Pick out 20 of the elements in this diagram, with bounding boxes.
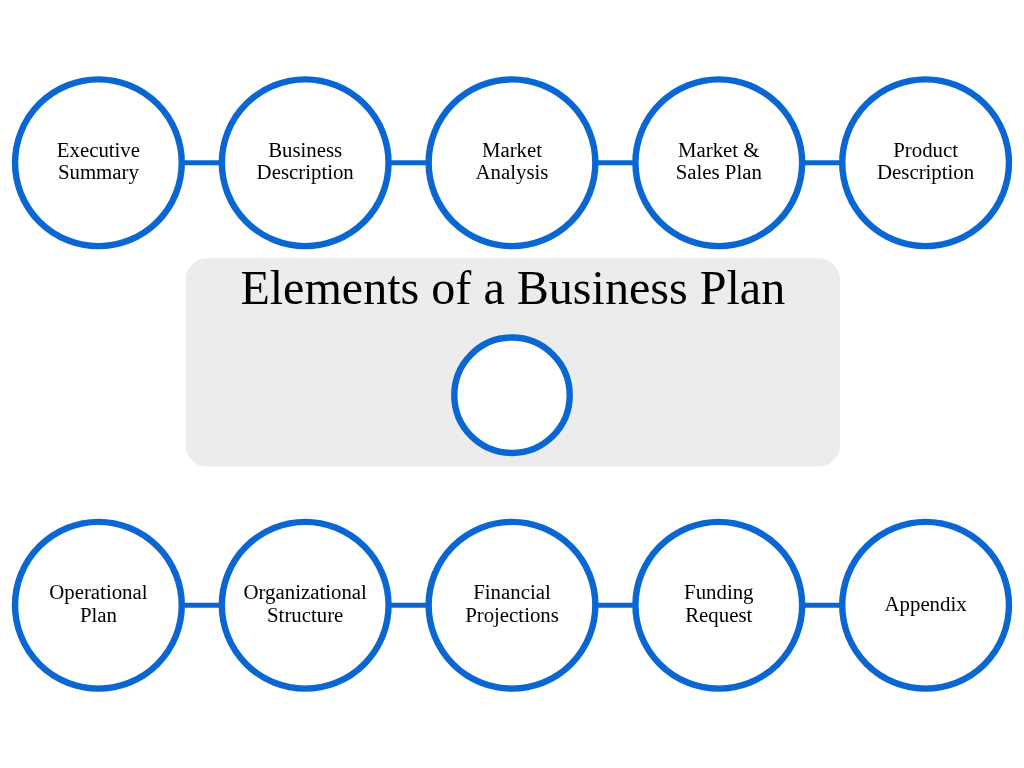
node-circle: Market Analysis [425, 76, 599, 250]
node-circle: Executive Summary [11, 76, 185, 250]
node-circle: Product Description [839, 76, 1013, 250]
connector [595, 602, 636, 608]
node-circle: Market & Sales Plan [632, 76, 806, 250]
connector [388, 602, 429, 608]
connector [182, 602, 222, 608]
cluster: Elements of a Business Plan [185, 258, 840, 467]
node-circle: Appendix [839, 518, 1013, 692]
node-circle [451, 334, 573, 457]
node-circle: Organizational Structure [218, 518, 392, 692]
node-circle: Financial Projections [425, 518, 599, 692]
connector [802, 160, 842, 166]
node-circle: Funding Request [632, 518, 806, 692]
connector [802, 602, 842, 608]
connector [595, 160, 636, 166]
connector [388, 160, 429, 166]
node-circle: Operational Plan [11, 518, 185, 692]
connector [182, 160, 222, 166]
node-circle: Business Description [218, 76, 392, 250]
